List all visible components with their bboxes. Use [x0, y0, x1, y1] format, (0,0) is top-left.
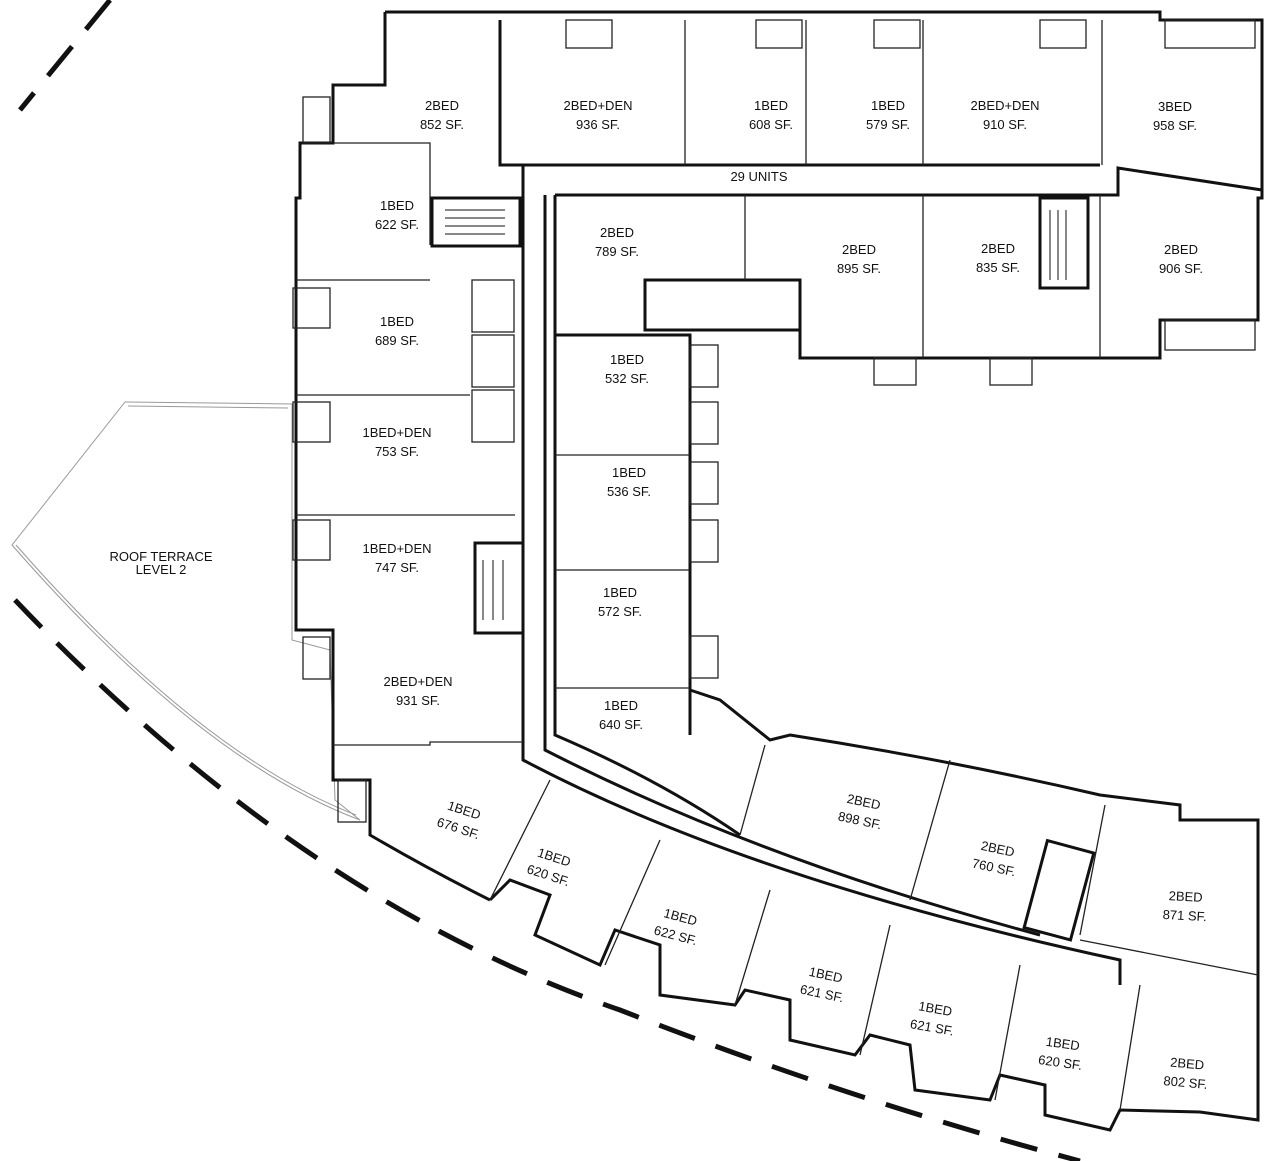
unit-type: 1BED+DEN [363, 425, 432, 440]
unit-area: 958 SF. [1153, 118, 1197, 133]
unit-label: 1BED+DEN 753 SF. [363, 425, 432, 459]
unit-label: 2BED+DEN 936 SF. [564, 98, 633, 132]
unit-type: 1BED [612, 465, 646, 480]
unit-type: 3BED [1158, 99, 1192, 114]
unit-type: 1BED [380, 314, 414, 329]
unit-type: 2BED+DEN [384, 674, 453, 689]
elevator [471, 334, 515, 388]
unit-label: 2BED+DEN 931 SF. [384, 674, 453, 708]
unit-type: 1BED+DEN [363, 541, 432, 556]
unit-label: 3BED 958 SF. [1153, 99, 1197, 133]
unit-area: 747 SF. [375, 560, 419, 575]
unit-area: 910 SF. [983, 117, 1027, 132]
unit-type: 2BED [842, 242, 876, 257]
unit-label: 2BED 871 SF. [1162, 888, 1207, 924]
unit-area: 579 SF. [866, 117, 910, 132]
terrace-label: ROOF TERRACE [109, 549, 212, 564]
elevator [471, 279, 515, 333]
unit-area: 906 SF. [1159, 261, 1203, 276]
unit-type: 2BED [980, 838, 1016, 860]
unit-label: 1BED 532 SF. [605, 352, 649, 386]
unit-type: 2BED [425, 98, 459, 113]
unit-area: 572 SF. [598, 604, 642, 619]
property-line [13, 598, 1081, 1161]
unit-type: 1BED [610, 352, 644, 367]
unit-type: 2BED [846, 791, 882, 813]
unit-type: 2BED [600, 225, 634, 240]
unit-label: 2BED 835 SF. [976, 241, 1020, 275]
unit-label: 1BED 622 SF. [375, 198, 419, 232]
unit-type: 1BED [754, 98, 788, 113]
unit-type: 1BED [1045, 1034, 1081, 1054]
unit-label: 1BED 640 SF. [599, 698, 643, 732]
unit-area: 621 SF. [909, 1016, 955, 1038]
unit-area: 835 SF. [976, 260, 1020, 275]
stair-core [1038, 196, 1090, 290]
stair-core [473, 541, 525, 635]
unit-type: 1BED [917, 998, 953, 1019]
unit-label: 2BED 852 SF. [420, 98, 464, 132]
unit-label: 2BED+DEN 910 SF. [971, 98, 1040, 132]
stair-core [430, 196, 522, 248]
unit-area: 852 SF. [420, 117, 464, 132]
unit-area: 931 SF. [396, 693, 440, 708]
unit-label: 2BED 895 SF. [837, 242, 881, 276]
unit-label: 1BED 579 SF. [866, 98, 910, 132]
unit-area: 753 SF. [375, 444, 419, 459]
roof-terrace-outline [11, 401, 361, 821]
unit-label: 2BED 789 SF. [595, 225, 639, 259]
unit-type: 2BED+DEN [564, 98, 633, 113]
unit-area: 620 SF. [1037, 1052, 1083, 1073]
unit-type: 2BED [1168, 888, 1203, 905]
unit-area: 936 SF. [576, 117, 620, 132]
unit-type: 2BED [981, 241, 1015, 256]
corridor-label: 29 UNITS [730, 169, 787, 184]
unit-area: 536 SF. [607, 484, 651, 499]
property-line [18, 0, 112, 112]
unit-area: 622 SF. [375, 217, 419, 232]
unit-type: 2BED+DEN [971, 98, 1040, 113]
unit-label: 1BED 608 SF. [749, 98, 793, 132]
unit-label: 1BED 572 SF. [598, 585, 642, 619]
unit-area: 532 SF. [605, 371, 649, 386]
elevator [471, 389, 515, 443]
unit-type: 2BED [1164, 242, 1198, 257]
unit-type: 2BED [1170, 1055, 1205, 1073]
unit-label: 1BED 689 SF. [375, 314, 419, 348]
stairs-elevators [430, 196, 1096, 942]
unit-label: 1BED 536 SF. [607, 465, 651, 499]
unit-type: 1BED [603, 585, 637, 600]
unit-area: 789 SF. [595, 244, 639, 259]
terrace-level-label: LEVEL 2 [136, 562, 187, 577]
unit-area: 689 SF. [375, 333, 419, 348]
unit-type: 1BED [380, 198, 414, 213]
unit-area: 871 SF. [1162, 907, 1207, 924]
unit-area: 895 SF. [837, 261, 881, 276]
unit-label: 2BED 906 SF. [1159, 242, 1203, 276]
interior-walls [296, 20, 1259, 1111]
stair-core [1022, 838, 1096, 942]
unit-type: 1BED [871, 98, 905, 113]
unit-area: 608 SF. [749, 117, 793, 132]
unit-area: 640 SF. [599, 717, 643, 732]
roof-terrace-outline-inner [15, 405, 357, 816]
unit-label: 1BED+DEN 747 SF. [363, 541, 432, 575]
unit-type: 1BED [808, 964, 844, 986]
balconies [292, 19, 1256, 823]
unit-type: 1BED [604, 698, 638, 713]
unit-area: 802 SF. [1163, 1073, 1208, 1092]
